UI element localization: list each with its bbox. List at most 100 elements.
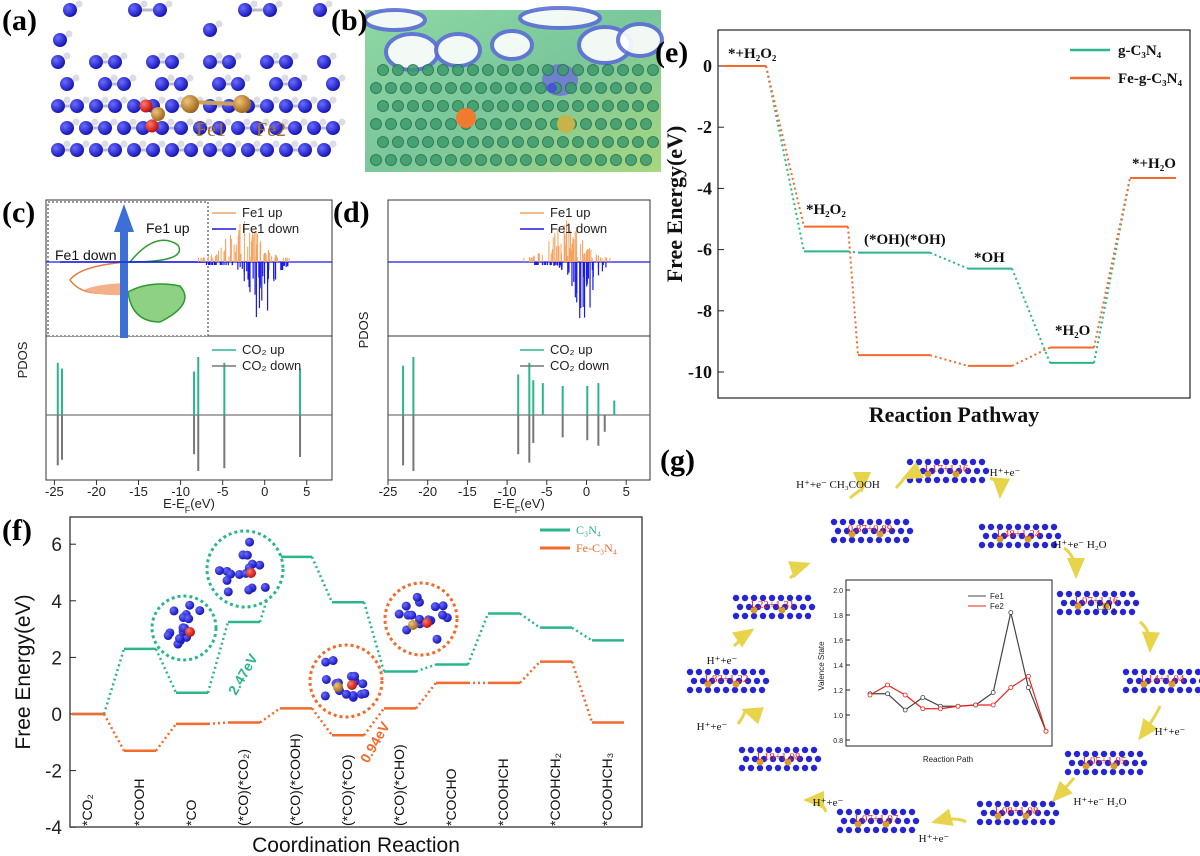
carbon-atom (120, 52, 128, 60)
step-label: H⁺+e⁻ CH₃COOH (796, 479, 880, 491)
panel-f-y-axis: 6420-2-4*CO₂*COOH*CO(*CO)(*CO₂)(*CO)(*CO… (45, 535, 615, 839)
lattice-atom (1036, 532, 1044, 540)
legend-label: CO₂ down (242, 358, 301, 373)
nitrogen-atom (60, 77, 74, 91)
lattice-atom (969, 458, 977, 466)
lattice-atom (1140, 759, 1148, 767)
lattice-atom (377, 136, 389, 148)
lattice-atom (1074, 608, 1082, 616)
lattice-atom (924, 476, 932, 484)
carbon-atom (63, 52, 71, 60)
transition-line (765, 65, 805, 252)
carbon-atom (310, 96, 318, 104)
lattice-atom (1074, 590, 1082, 598)
carbon-atom (165, 0, 173, 8)
lattice-atom (1109, 750, 1117, 758)
lattice-atom (1158, 668, 1166, 676)
lattice-atom (572, 100, 584, 112)
oxygen-atom (139, 99, 153, 113)
data-point (885, 691, 890, 697)
lattice-atom (452, 100, 464, 112)
lattice-atom (792, 746, 800, 754)
state-label: *+H₂O (1132, 156, 1176, 172)
carbon-atom (101, 96, 109, 104)
lattice-atom (437, 64, 449, 76)
lattice-atom (602, 100, 614, 112)
y-tick-label: 2 (51, 648, 62, 669)
nitrogen-atom (165, 55, 179, 69)
valence-label: 1.17+1.16 (924, 463, 969, 475)
nitrogen-atom (195, 606, 205, 616)
data-point (902, 707, 908, 713)
data-point (885, 682, 890, 688)
fe1-atom (996, 535, 1004, 543)
legend-label: Fe-C₃N₄ (576, 541, 617, 555)
lattice-atom (1043, 809, 1051, 817)
lattice-atom (1034, 809, 1042, 817)
nitrogen-atom (79, 121, 93, 135)
lattice-atom (1014, 541, 1022, 549)
lattice-atom (617, 100, 629, 112)
lattice-atom (872, 826, 880, 834)
carbon-atom (300, 74, 308, 82)
lattice-atom (1162, 677, 1170, 685)
lattice-atom (759, 594, 767, 602)
nitrogen-atom (348, 690, 358, 700)
lattice-atom (482, 100, 494, 112)
lattice-atom (400, 82, 412, 94)
lattice-atom (1039, 800, 1047, 808)
lattice-atom (550, 154, 562, 166)
lattice-atom (808, 603, 816, 611)
step-arrow (788, 561, 811, 580)
lattice-atom (385, 118, 397, 130)
carbon-atom (72, 118, 80, 126)
step-arrow (931, 808, 967, 826)
lattice-atom (976, 818, 984, 826)
nitrogen-atom (70, 99, 84, 113)
fe2-atom (778, 606, 786, 614)
lattice-atom (1083, 590, 1091, 598)
data-point (1008, 685, 1014, 690)
carbon-atom (82, 96, 90, 104)
lattice-atom (884, 536, 892, 544)
valence-label: 1.07+1.16 (1074, 595, 1119, 607)
oxygen-atom (422, 618, 432, 628)
nitrogen-atom (203, 55, 217, 69)
nitrogen-atom (127, 99, 141, 113)
lattice-atom (1068, 759, 1076, 767)
nitrogen-atom (212, 121, 226, 135)
y-tick-label: -8 (697, 301, 712, 321)
lattice-atom (512, 64, 524, 76)
lattice-atom (1176, 686, 1184, 694)
nitrogen-atom (263, 3, 277, 17)
cycle-state: 1.08+1.08 (976, 800, 1060, 826)
carbon-atom (243, 118, 251, 126)
data-point (990, 690, 996, 695)
cycle-state: 1.14+1.04 (1122, 668, 1200, 694)
lattice-atom (722, 668, 730, 676)
lattice-atom (1009, 532, 1017, 540)
lattice-atom (978, 458, 986, 466)
panel-c-ylabel: PDOS (15, 341, 30, 378)
x-category-label: *COOH (131, 779, 147, 826)
lattice-atom (1131, 759, 1139, 767)
transition-line (310, 556, 334, 603)
nitrogen-atom (165, 143, 179, 157)
lattice-atom (876, 817, 884, 825)
lattice-atom (910, 467, 918, 475)
lattice-atom (908, 826, 916, 834)
lattice-atom (1003, 818, 1011, 826)
lattice-atom (557, 64, 569, 76)
transition-line (102, 713, 126, 752)
series-1 (722, 65, 1176, 367)
nitrogen-atom (260, 143, 274, 157)
lattice-atom (445, 154, 457, 166)
legend-label: CO₂ up (550, 342, 593, 357)
lattice-atom (814, 755, 822, 763)
lattice-atom (1189, 677, 1197, 685)
lattice-atom (385, 82, 397, 94)
x-tick-label: -20 (87, 484, 106, 499)
